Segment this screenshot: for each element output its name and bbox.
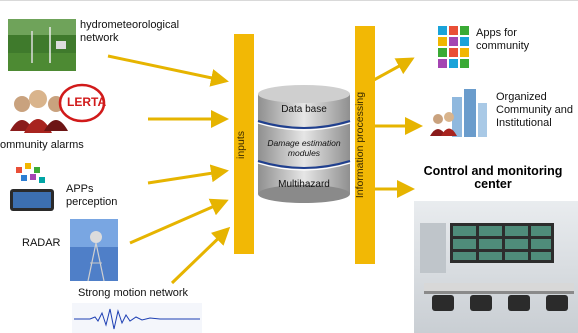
radar-label: RADAR <box>22 237 61 249</box>
arrow-hydro <box>107 54 229 87</box>
weather-station-photo <box>8 19 76 71</box>
apps-perception-label: APPs perception <box>66 183 118 208</box>
output-arrows <box>371 57 423 198</box>
control-center-label: Control and monitoring center <box>423 164 563 191</box>
hydro-network-label: hydrometeorological network <box>80 19 180 44</box>
multihazard-label: Multihazard <box>278 179 330 190</box>
arrow-radar <box>129 198 229 245</box>
database-label: Data base <box>281 104 327 115</box>
database-cylinder <box>257 85 351 203</box>
strong-motion-label: Strong motion network <box>78 287 189 299</box>
processing-bar <box>355 26 375 264</box>
app-grid-icon <box>438 26 469 68</box>
arrow-apps-community <box>371 57 415 83</box>
smartphone-apps-icon <box>10 163 54 211</box>
community-alarm-icon <box>10 83 106 133</box>
organized-community-label: Organized Community and Institutional <box>496 91 574 129</box>
input-arrows <box>107 54 231 285</box>
seismogram-image <box>72 303 202 333</box>
city-community-icon <box>430 89 487 137</box>
apps-for-community-label: Apps for community <box>476 27 530 52</box>
arrow-motion <box>170 226 231 285</box>
damage-modules-label: Damage estimation modules <box>267 138 341 158</box>
radar-tower-photo <box>70 219 118 282</box>
alerta-logo-text: LERTA <box>67 95 107 109</box>
processing-bar-label: Information processing <box>354 91 367 199</box>
arrow-apps <box>147 164 229 185</box>
inputs-bar-label: inputs <box>235 130 248 160</box>
inputs-bar <box>234 34 254 254</box>
control-room-photo <box>414 201 578 333</box>
community-alarms-label: ommunity alarms <box>0 139 84 151</box>
